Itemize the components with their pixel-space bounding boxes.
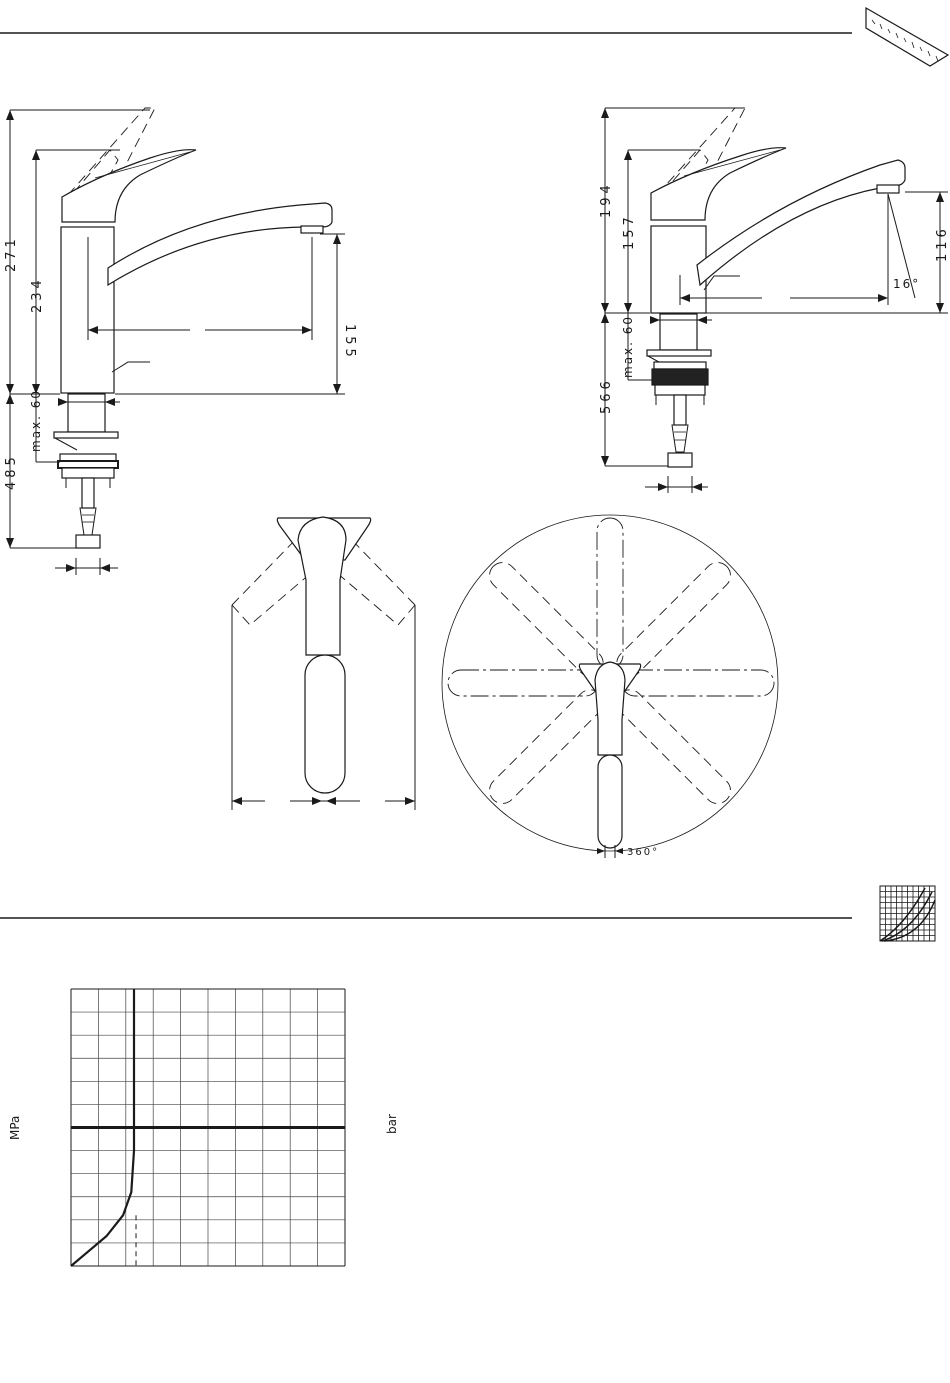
dim-hose-length: 485 — [4, 453, 19, 490]
rotation-view: 360° — [442, 515, 778, 858]
dim-spout-rise: 116 — [935, 225, 950, 262]
dim-total-height-right: 194 — [599, 181, 614, 218]
chart-left-unit-label: MPa — [8, 1116, 22, 1140]
dim-body-height: 234 — [30, 276, 45, 313]
dim-spout-height: 155 — [342, 324, 357, 361]
dim-hole-max: max. 60 — [29, 389, 43, 452]
dim-hose-length-right: 566 — [599, 377, 614, 414]
dim-spout-angle: 16° — [893, 277, 920, 291]
dim-hole-max-right: max. 60 — [621, 315, 635, 378]
top-view — [232, 517, 415, 810]
left-side-view: 271 234 155 max. 60 485 — [4, 108, 357, 575]
chart-right-unit-label: bar — [385, 1114, 399, 1134]
rotation-angle-label: 360° — [627, 847, 659, 858]
right-side-view: 194 157 116 16° max. 60 566 — [599, 108, 950, 493]
dim-total-height: 271 — [4, 235, 19, 272]
dim-body-height-right: 157 — [622, 213, 637, 250]
pressure-chart: MPa bar — [8, 989, 399, 1266]
flow-chart-icon — [880, 886, 935, 941]
dimensions-ruler-icon — [866, 8, 948, 66]
